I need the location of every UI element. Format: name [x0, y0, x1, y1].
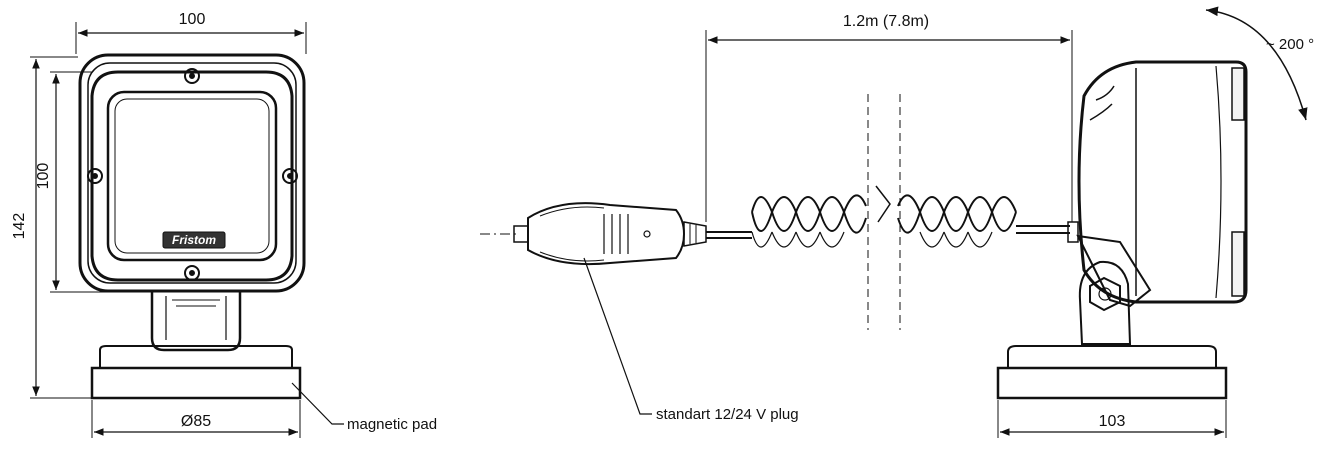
side-pad-cap — [1007, 345, 1217, 369]
dim-rotation: ~ 200 ° — [1266, 36, 1314, 53]
lamp-bezel — [90, 70, 294, 282]
lamp-lens — [106, 90, 278, 262]
plug-tip — [513, 225, 529, 243]
plug-strain-relief — [683, 221, 707, 247]
screw-icons — [87, 68, 298, 281]
brand-plate — [162, 231, 226, 249]
leader-magnetic-pad — [291, 382, 344, 425]
pivot-bolt — [1089, 276, 1121, 312]
rotation-arrow-icon — [1205, 6, 1308, 121]
dim-lens-height: 100 — [35, 163, 52, 190]
brand-label: Fristom — [172, 233, 216, 247]
label-magnetic-pad: magnetic pad — [347, 416, 437, 433]
plug-assembly — [480, 202, 707, 415]
dim-cable-length: 1.2m (7.8m) — [843, 13, 929, 30]
lamp-housing-outer — [78, 53, 306, 293]
side-bracket — [1076, 234, 1152, 308]
front-view — [30, 22, 344, 438]
side-magnetic-pad — [996, 366, 1228, 400]
leader-plug — [583, 257, 652, 415]
dim-total-height: 142 — [11, 213, 28, 240]
dim-side-depth: 103 — [1099, 413, 1126, 430]
pad-cap — [99, 345, 293, 369]
mount-bracket — [150, 291, 242, 352]
dim-front-width: 100 — [179, 11, 206, 28]
side-view — [705, 6, 1308, 438]
coiled-cable — [706, 94, 1070, 330]
magnetic-pad — [90, 366, 302, 400]
label-plug: standart 12/24 V plug — [656, 406, 799, 423]
dim-pad-diameter: Ø85 — [181, 413, 211, 430]
